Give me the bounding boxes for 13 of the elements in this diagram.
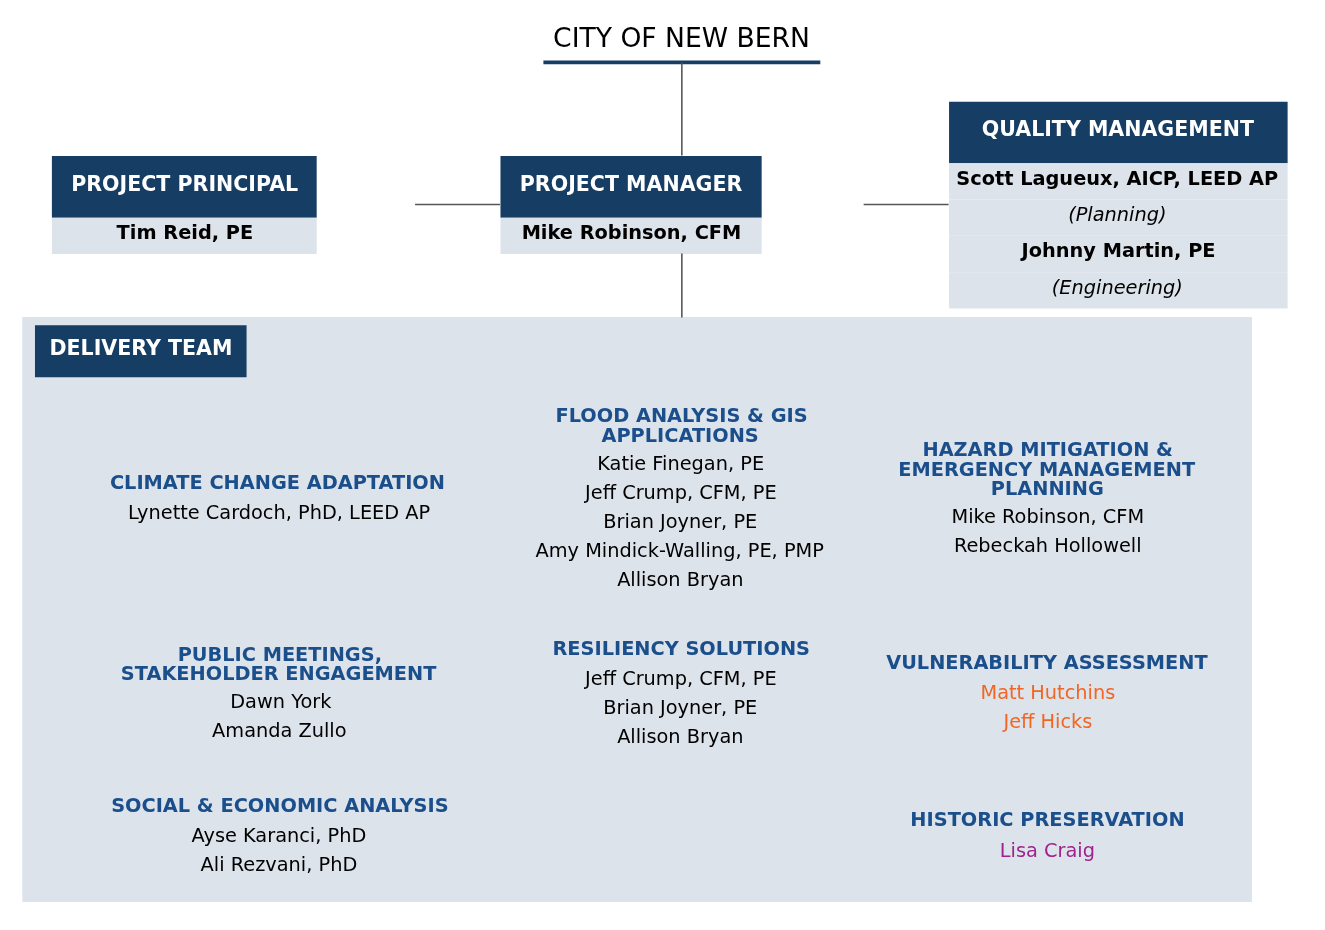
node-text: CITY OF NEW BERN [553,22,810,54]
node-text: FLOOD ANALYSIS & GIS APPLICATIONS Katie Finegan, PE Jeff Crump, CFM, PE Brian Joyner, PE Amy Mindick-Walling, PE, PMP Allison Bryan [535,404,824,591]
node-text: SOCIAL & ECONOMIC ANALYSIS Ayse Karanci, PhD Ali Rezvani, PhD [111,793,449,877]
connector [681,252,683,319]
node-text: RESILIENCY SOLUTIONS Jeff Crump, CFM, PE Brian Joyner, PE Allison Bryan [552,636,811,748]
connector [862,203,950,206]
connector [681,61,683,157]
node-text: CLIMATE CHANGE ADAPTATION Lynette Cardoch, PhD, LEED AP [109,470,445,525]
node-text: HISTORIC PRESERVATION Lisa Craig [910,808,1185,862]
node-text: PUBLIC MEETINGS, STAKEHOLDER ENGAGEMENT Dawn York Amanda Zullo [120,642,437,742]
node-text: VULNERABILITY ASSESSMENT Matt Hutchins Jeff Hicks [886,651,1208,734]
connector [414,203,501,206]
node-text: HAZARD MITIGATION & EMERGENCY MANAGEMENT PLANNING Mike Robinson, CFM Rebeckah Hollowell [898,438,1196,557]
